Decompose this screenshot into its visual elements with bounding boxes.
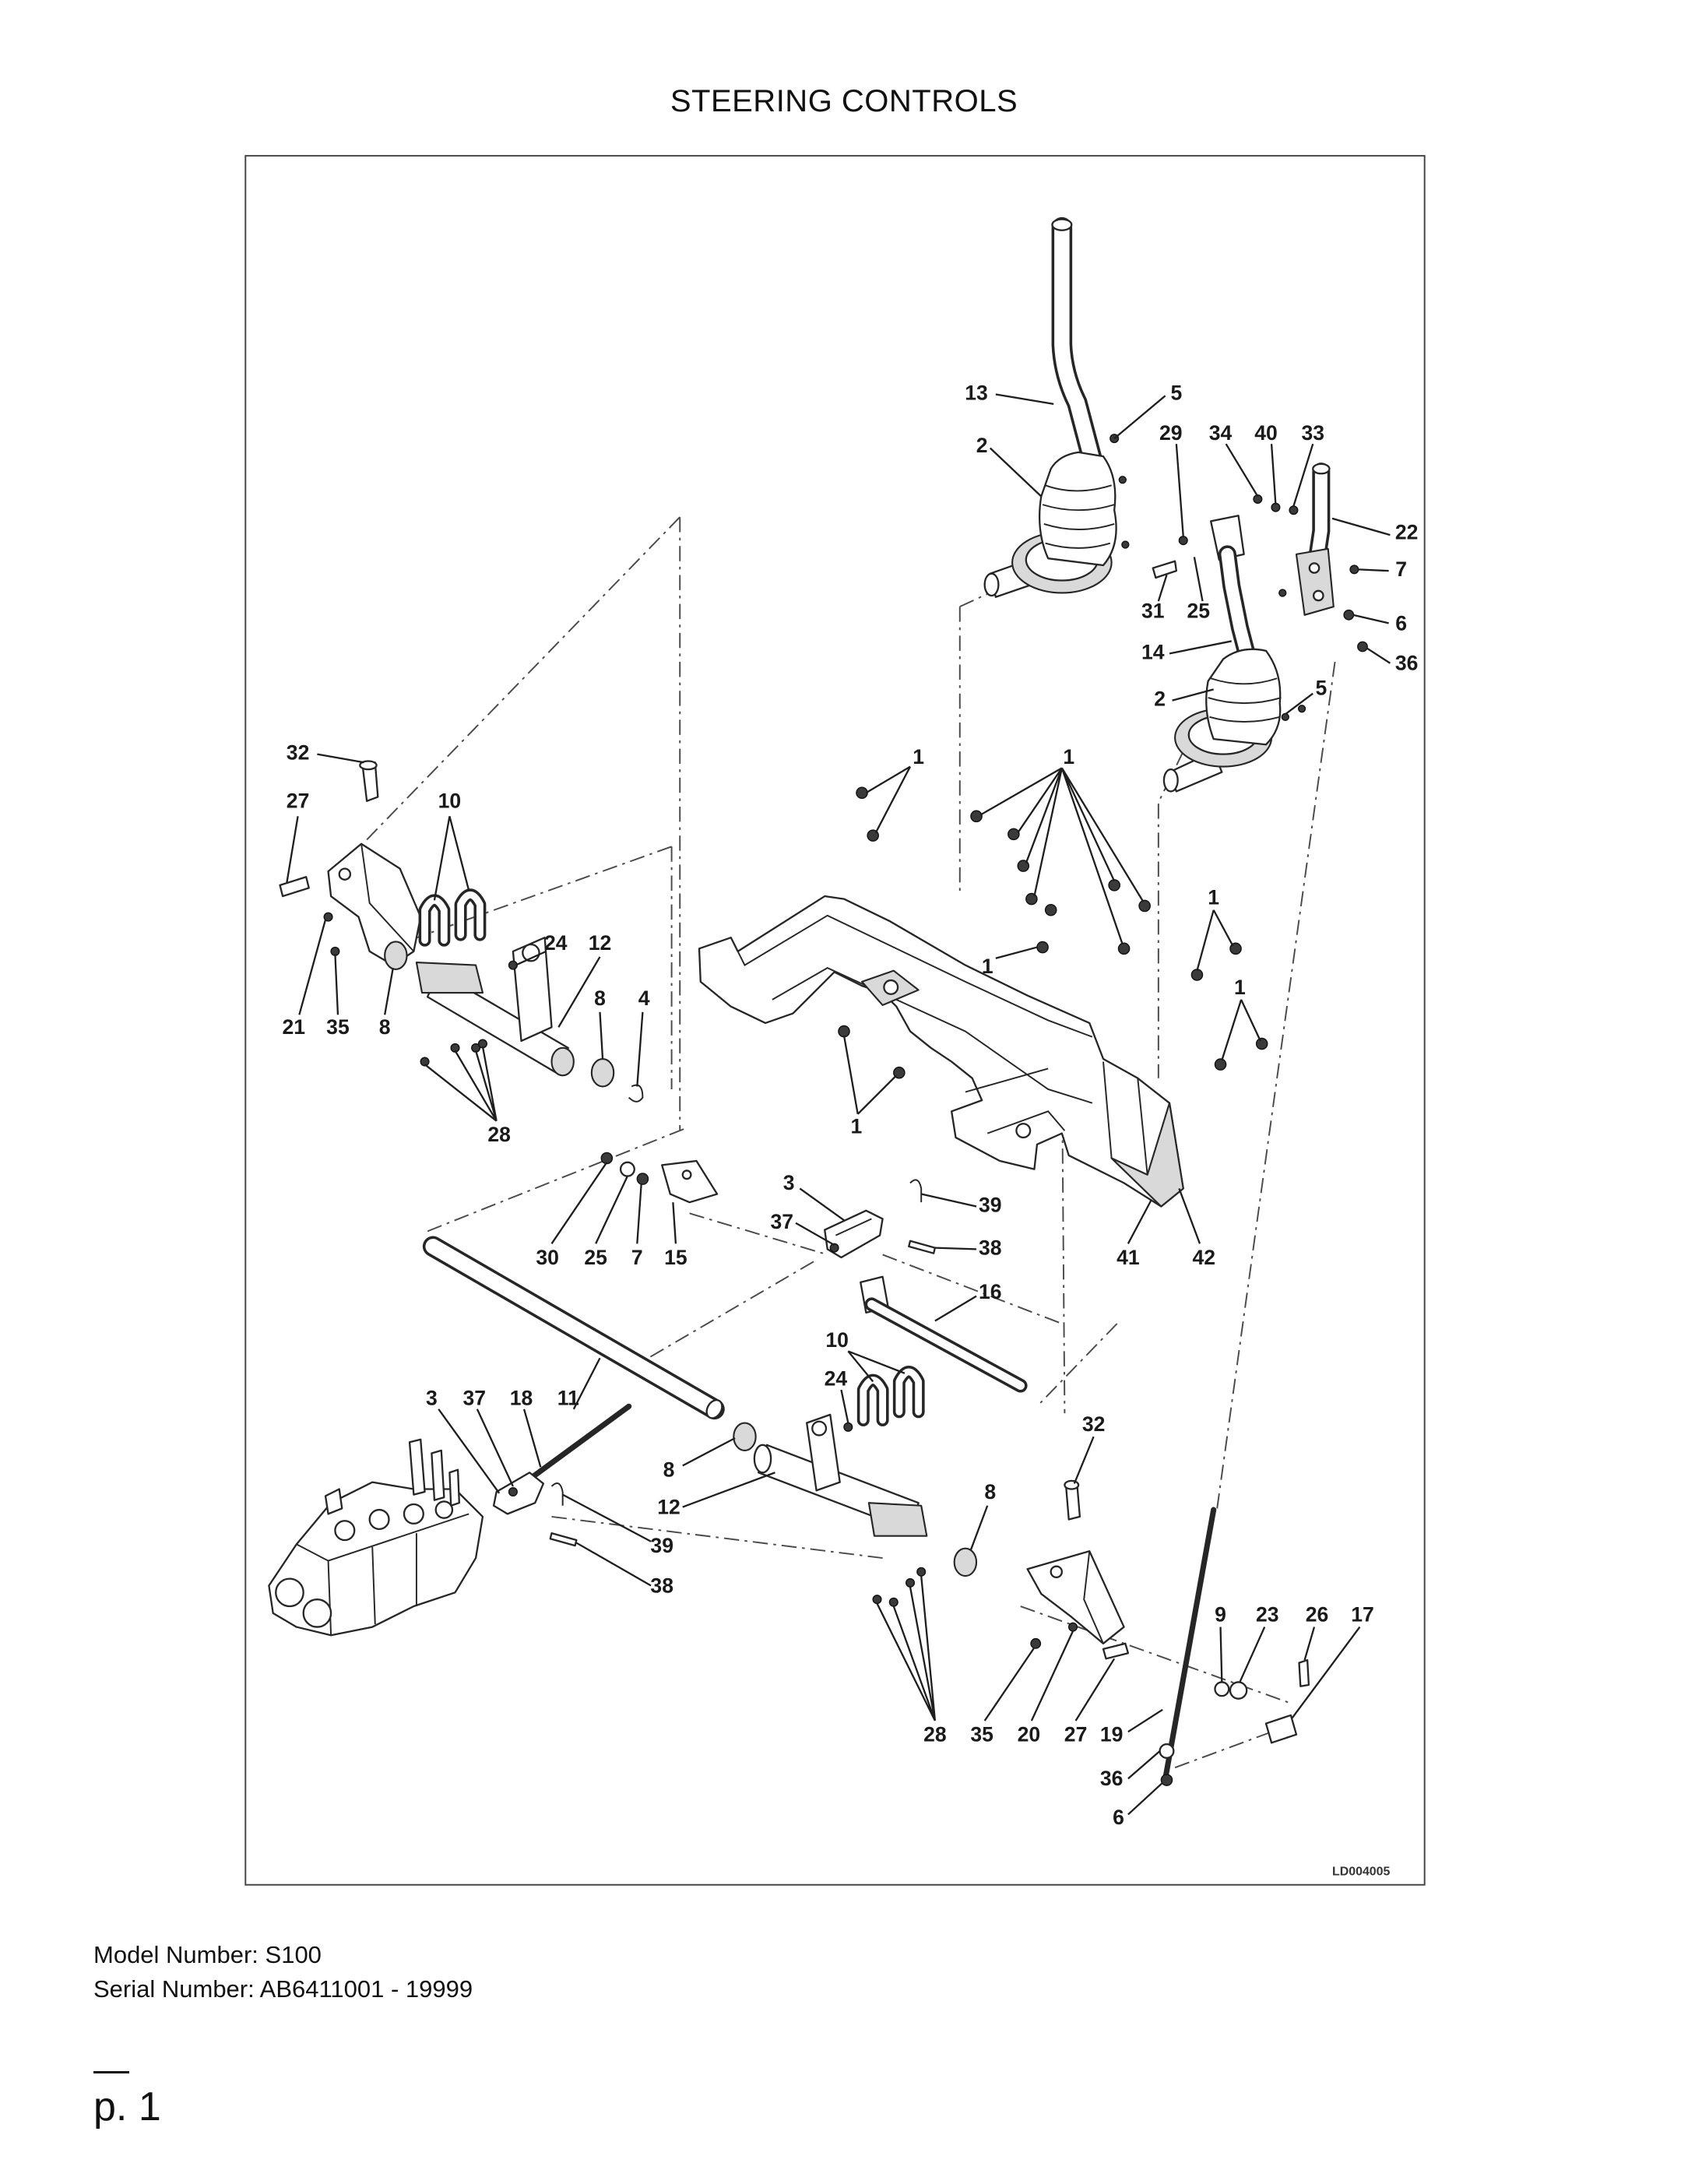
callout-label: 12 (657, 1495, 680, 1518)
image-code: LD004005 (1332, 1865, 1391, 1878)
callout-label: 6 (1113, 1806, 1124, 1829)
callout-labels: 13 5 2 29 34 40 33 22 7 31 25 6 36 14 2 … (283, 382, 1419, 1829)
upper-cross-shaft (415, 888, 644, 1103)
callout-label: 19 (1100, 1723, 1124, 1746)
callout-label: 23 (1256, 1603, 1279, 1627)
callout-label: 30 (536, 1246, 559, 1269)
callout-label: 34 (1209, 421, 1233, 445)
callout-label: 8 (594, 986, 606, 1010)
lower-lever-boot (1162, 648, 1282, 793)
callout-label: 24 (825, 1367, 848, 1391)
callout-label: 10 (825, 1328, 849, 1352)
callout-label: 24 (544, 931, 568, 955)
callout-label: 8 (379, 1015, 391, 1039)
callout-label: 15 (664, 1246, 688, 1269)
long-control-rod-19 (1159, 1507, 1310, 1786)
page-rule (93, 2071, 129, 2073)
callout-label: 1 (982, 955, 993, 978)
callout-label: 22 (1395, 520, 1419, 543)
callout-label: 3 (426, 1386, 438, 1409)
callout-label: 1 (851, 1115, 863, 1138)
upper-lever-boot (983, 451, 1117, 598)
callout-label: 35 (326, 1015, 350, 1039)
upper-clevis (824, 1179, 937, 1259)
callout-label: 1 (1234, 976, 1246, 999)
control-valve (268, 1438, 484, 1637)
callout-label: 39 (650, 1534, 673, 1557)
control-rod-18 (492, 1403, 632, 1547)
callout-label: 5 (1315, 677, 1327, 700)
page-number: p. 1 (93, 2084, 161, 2129)
callout-label: 2 (1154, 688, 1166, 711)
page-title: STEERING CONTROLS (670, 84, 1018, 118)
callout-label: 14 (1141, 640, 1165, 663)
model-number: Model Number: S100 (93, 1941, 322, 1968)
callout-label: 27 (287, 790, 310, 813)
leader-lines (286, 393, 1391, 1816)
callout-label: 25 (1187, 599, 1210, 622)
control-frame (698, 895, 1184, 1208)
callout-label: 5 (1170, 382, 1182, 405)
callout-label: 36 (1100, 1767, 1124, 1790)
callout-label: 7 (1395, 557, 1407, 581)
callout-label: 27 (1064, 1723, 1088, 1746)
callout-label: 28 (923, 1723, 947, 1746)
callout-label: 41 (1117, 1246, 1140, 1269)
callout-label: 10 (438, 790, 462, 813)
callout-label: 16 (979, 1280, 1002, 1303)
callout-label: 32 (287, 741, 310, 765)
callout-label: 37 (463, 1386, 487, 1409)
callout-label: 29 (1159, 421, 1183, 445)
callout-label: 18 (510, 1386, 533, 1409)
callout-label: 3 (783, 1171, 795, 1194)
callout-label: 28 (487, 1123, 511, 1146)
callout-label: 12 (589, 931, 612, 955)
callout-label: 1 (913, 745, 924, 768)
callout-label: 9 (1215, 1603, 1226, 1627)
callout-label: 42 (1193, 1246, 1216, 1269)
alignment-lines (364, 516, 1336, 1769)
control-rod-16 (860, 1275, 1028, 1393)
callout-label: 8 (984, 1480, 996, 1503)
lower-pivot-bracket (1026, 1479, 1130, 1660)
callout-label: 37 (771, 1210, 794, 1233)
callout-label: 25 (584, 1246, 607, 1269)
callout-label: 13 (965, 382, 988, 405)
callout-label: 40 (1254, 421, 1278, 445)
upper-steering-lever (1051, 216, 1107, 487)
callout-label: 17 (1351, 1603, 1374, 1627)
right-steering-lever (1295, 462, 1335, 616)
callout-label: 4 (638, 986, 650, 1010)
serial-number: Serial Number: AB6411001 - 19999 (93, 1975, 473, 2003)
callout-label: 26 (1306, 1603, 1329, 1627)
callout-label: 20 (1018, 1723, 1041, 1746)
callout-label: 8 (663, 1458, 675, 1482)
callout-label: 32 (1082, 1412, 1106, 1436)
callout-label: 35 (970, 1723, 993, 1746)
linkage-hardware (600, 1152, 719, 1204)
callout-label: 33 (1301, 421, 1324, 445)
callout-label: 21 (283, 1015, 306, 1039)
callout-label: 39 (979, 1194, 1002, 1217)
callout-label: 1 (1063, 745, 1074, 768)
control-rod-11 (422, 1236, 725, 1420)
callout-label: 31 (1141, 599, 1165, 622)
upper-hardware (1110, 434, 1368, 721)
callout-label: 11 (557, 1386, 579, 1409)
callout-label: 7 (631, 1246, 643, 1269)
diagram-frame (244, 155, 1426, 1886)
callout-label: 36 (1395, 652, 1419, 675)
callout-label: 6 (1395, 611, 1407, 635)
callout-label: 38 (650, 1574, 673, 1597)
callout-label: 1 (1208, 886, 1219, 909)
left-pivot-bracket (279, 760, 422, 970)
callout-label: 2 (976, 434, 988, 457)
callout-label: 38 (979, 1236, 1002, 1259)
lower-steering-lever (1209, 515, 1259, 674)
lower-cross-shaft (733, 1366, 978, 1607)
